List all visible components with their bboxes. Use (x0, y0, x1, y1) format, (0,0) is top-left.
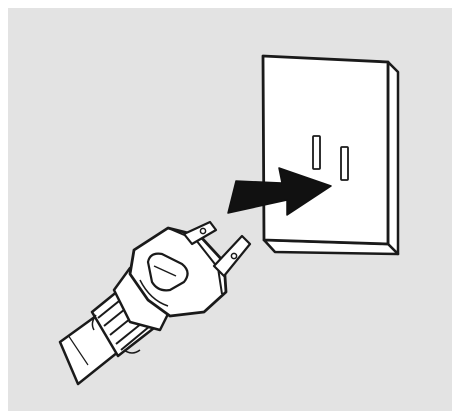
wall-outlet (263, 56, 398, 254)
outlet-slot-right (341, 147, 348, 180)
plug-body (114, 228, 226, 330)
illustration-panel (8, 8, 452, 411)
outlet-side (388, 62, 398, 254)
outlet-face (263, 56, 388, 244)
plug-illustration (8, 8, 452, 411)
outlet-slot-left (313, 136, 320, 169)
